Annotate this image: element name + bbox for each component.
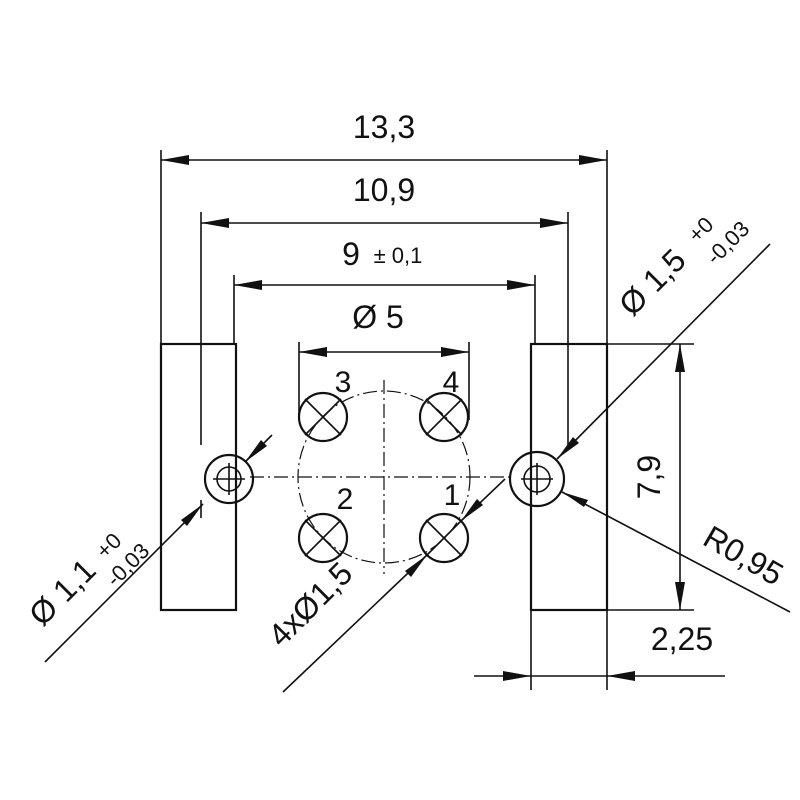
dim-circle-diameter-label: Ø 5 — [352, 299, 404, 335]
leader-large-hole — [556, 243, 771, 460]
dim-hole-spacing — [234, 280, 535, 290]
right-hole — [508, 450, 566, 508]
dim-height — [675, 344, 685, 610]
dim-circle-diameter — [299, 347, 469, 357]
right-wall — [529, 342, 609, 612]
radius-label: R0,95 — [698, 519, 790, 593]
pin-2 — [297, 512, 349, 564]
pin-label-1: 1 — [444, 479, 461, 512]
pin-holes-label: 4xØ1,5 — [261, 555, 359, 653]
pin-4 — [418, 391, 470, 443]
dim-wall-label: 2,25 — [651, 621, 713, 657]
left-hole — [203, 453, 255, 505]
pin-label-3: 3 — [335, 366, 352, 399]
dim-height-label: 7,9 — [631, 455, 667, 499]
pin-label-4: 4 — [443, 366, 460, 399]
large-hole-label: Ø 1,5 — [612, 242, 693, 323]
dim-inner-width-label: 10,9 — [353, 172, 415, 208]
leader-small-hole — [44, 434, 273, 663]
extension-lines — [160, 150, 694, 690]
leader-pin-holes — [282, 478, 506, 693]
dim-inner-width — [201, 218, 568, 228]
dim-overall-width — [161, 155, 607, 165]
left-wall — [159, 342, 238, 612]
small-hole-label: Ø 1,1 — [22, 552, 103, 633]
pin-1 — [418, 512, 470, 564]
dim-wall-thickness — [474, 671, 725, 681]
pin-3 — [297, 391, 349, 443]
pin-label-2: 2 — [337, 483, 354, 516]
dim-overall-width-label: 13,3 — [353, 109, 415, 145]
dim-hole-spacing-label: 9 — [342, 236, 360, 272]
dim-hole-spacing-tolerance: ± 0,1 — [374, 243, 423, 268]
leader-radius — [561, 491, 791, 613]
